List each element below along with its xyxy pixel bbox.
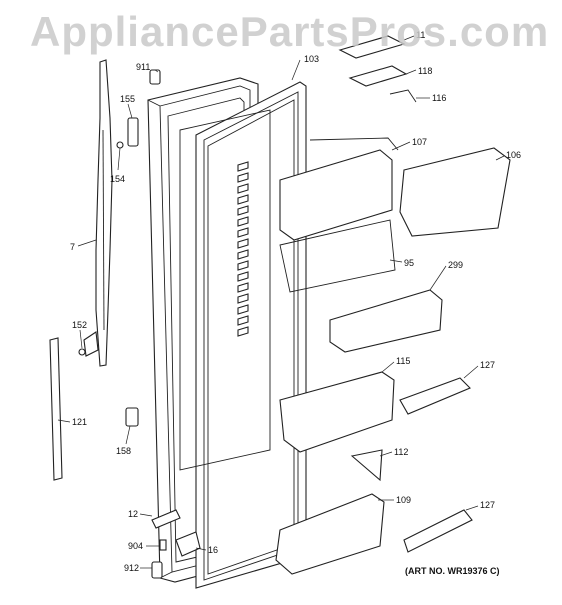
callout-103: 103 (304, 54, 319, 64)
callout-911: 911 (136, 62, 150, 72)
bin-299 (329, 289, 443, 353)
callout-11: 11 (416, 30, 425, 40)
cover-118 (348, 65, 408, 87)
screw-154 (116, 141, 124, 149)
liner-rib (237, 205, 249, 216)
callout-labels: 911 103 11 118 116 155 154 107 106 7 95 … (70, 30, 521, 573)
liner-rib (237, 282, 249, 293)
hinge-16 (175, 531, 201, 557)
callout-155: 155 (120, 94, 135, 104)
callout-109: 109 (396, 495, 411, 505)
liner-rib (237, 172, 249, 183)
bushing-912 (151, 561, 163, 579)
bin-trim-127-upper (399, 377, 471, 415)
bin-clip-112 (350, 449, 383, 482)
liner-rib (237, 194, 249, 205)
callout-127-lower: 127 (480, 500, 495, 510)
liner-rib (237, 161, 249, 172)
bin-109 (275, 493, 385, 575)
liner-rib (237, 271, 249, 282)
dairy-door (399, 147, 511, 237)
callout-116: 116 (432, 93, 446, 103)
screw-152 (78, 348, 86, 356)
leader-lines (57, 35, 505, 569)
liner-rib (237, 216, 249, 227)
door-handle (83, 59, 113, 367)
liner-rib (237, 304, 249, 315)
callout-152: 152 (72, 320, 87, 330)
liner-rib (237, 249, 249, 260)
liner-rib (237, 183, 249, 194)
liner-rib (237, 227, 249, 238)
callout-107: 107 (412, 137, 427, 147)
callout-12: 12 (128, 509, 138, 519)
callout-158: 158 (116, 446, 131, 456)
liner-rib (237, 326, 249, 337)
liner-rib (237, 238, 249, 249)
bin-trim-127-lower (403, 509, 473, 553)
clip-116 (389, 89, 417, 103)
liner-rib (237, 315, 249, 326)
dairy-bin (279, 137, 399, 241)
lower-trim-strip (49, 337, 63, 481)
cover-11 (338, 35, 406, 59)
door-liner-inner (179, 109, 271, 471)
trim-cap (125, 407, 139, 427)
callout-127-upper: 127 (480, 360, 495, 370)
art-number: (ART NO. WR19376 C) (405, 566, 500, 576)
screw-904 (159, 539, 167, 551)
hinge-bushing-top (149, 69, 161, 85)
callout-299: 299 (448, 260, 463, 270)
callout-106: 106 (506, 150, 521, 160)
wire-rack (279, 219, 396, 293)
callout-95: 95 (404, 258, 414, 268)
callout-904: 904 (128, 541, 143, 551)
callout-115: 115 (396, 356, 410, 366)
callout-154: 154 (110, 174, 125, 184)
door-gasket (195, 81, 307, 589)
handle-bracket (127, 117, 139, 147)
callout-912: 912 (124, 563, 139, 573)
callout-7: 7 (70, 242, 75, 252)
bracket-12 (151, 509, 181, 529)
callout-16: 16 (208, 545, 218, 555)
liner-rib (237, 293, 249, 304)
callout-121: 121 (72, 417, 87, 427)
callout-112: 112 (394, 447, 408, 457)
callout-118: 118 (418, 66, 432, 76)
liner-rib (237, 260, 249, 271)
